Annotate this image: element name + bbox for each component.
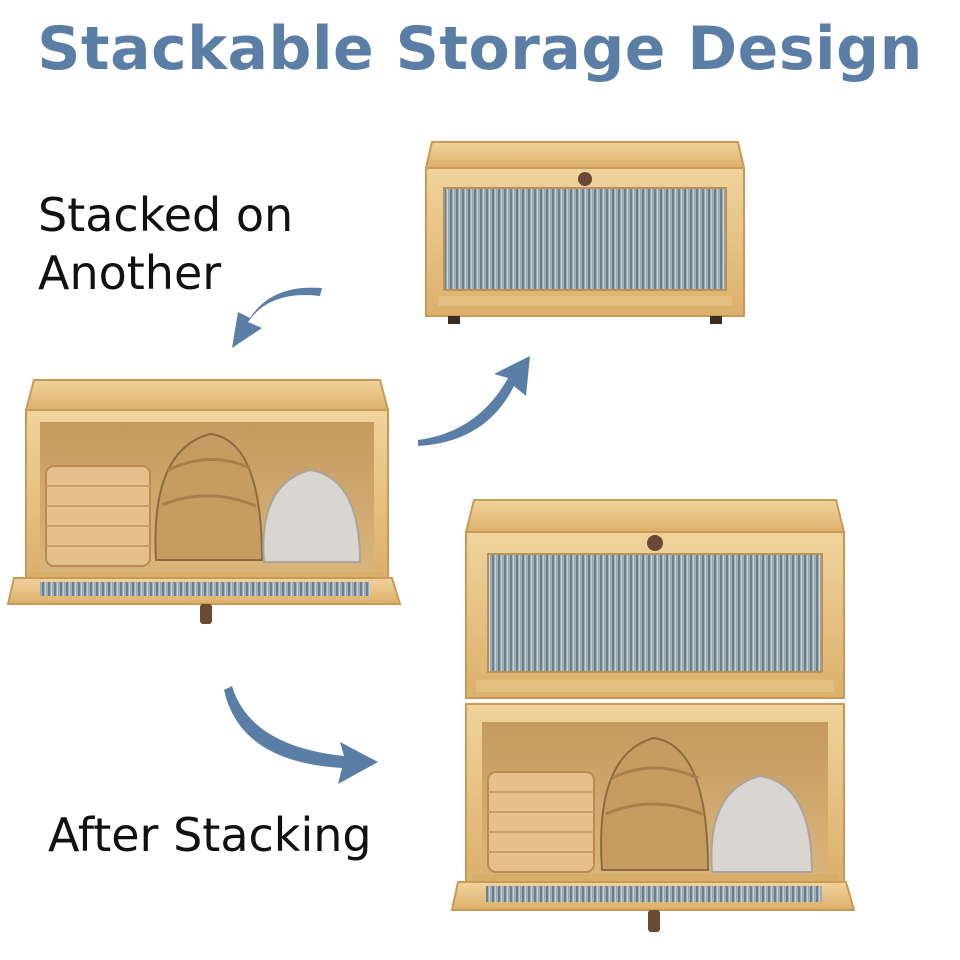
stacked-bread-boxes [450,499,856,932]
ribbed-glass-door [487,553,823,673]
bagged-loaf [710,774,814,873]
sliced-bread [487,771,595,873]
door-knob [648,910,660,932]
bagged-loaf [262,468,362,563]
curved-arrow-icon [232,287,322,348]
caption-after-stacking: After Stacking [48,808,372,862]
door-knob [647,535,663,551]
sliced-bread [45,465,151,567]
caption-stacked-line1: Stacked on [38,188,294,242]
closed-bread-box [424,141,746,324]
open-bread-box [6,379,402,624]
ribbed-glass-door [443,187,727,291]
curved-arrow-icon [224,686,378,784]
page-title: Stackable Storage Design [37,14,923,84]
seeded-loaf [600,736,710,871]
door-knob [578,172,592,186]
seeded-loaf [154,432,264,561]
door-knob [200,604,212,624]
caption-stacked: Stacked on Another [38,186,358,302]
caption-stacked-line2: Another [38,246,222,300]
curved-arrow-icon [418,356,530,446]
